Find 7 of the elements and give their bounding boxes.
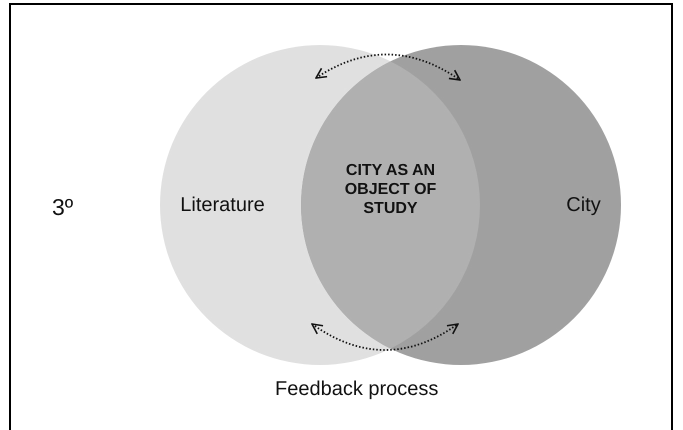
overlap-label: CITY AS AN OBJECT OF STUDY	[344, 161, 438, 219]
double-arrow	[311, 323, 459, 351]
circle-label: Literature	[179, 193, 266, 217]
text-label: Feedback process	[275, 378, 438, 401]
text-label: 3º	[52, 194, 74, 221]
double-arrow	[315, 54, 461, 81]
circle-label: City	[565, 193, 602, 217]
